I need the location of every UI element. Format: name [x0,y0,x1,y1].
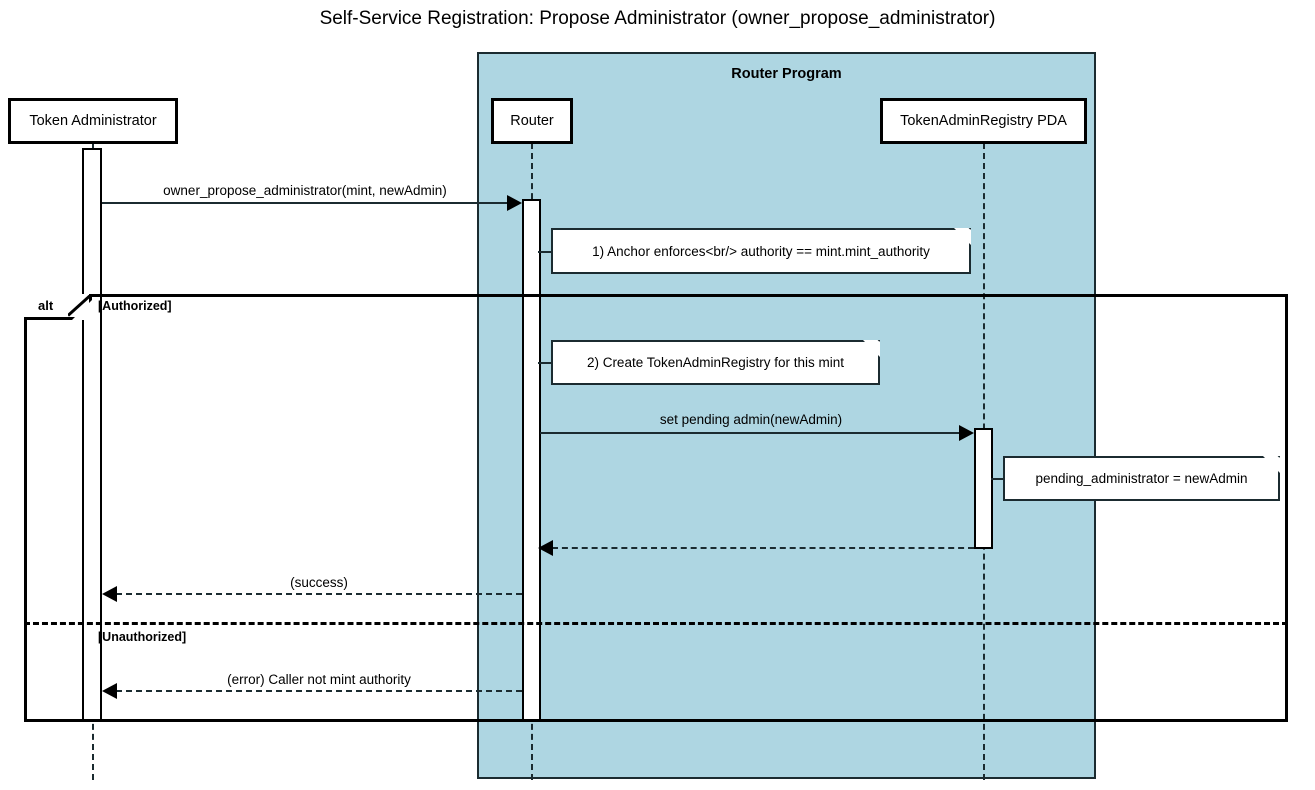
fragment-alt [24,294,1288,722]
participant-token-admin-registry-pda[interactable]: TokenAdminRegistry PDA [880,98,1087,144]
message-label-set-pending-admin: set pending admin(newAdmin) [659,412,843,427]
message-line-set-pending-admin [540,432,962,434]
note-fold-edge-2 [856,340,880,364]
fragment-alt-tab: alt [24,294,92,320]
note-connector-3 [991,478,1005,480]
message-label-owner-propose-administrator: owner_propose_administrator(mint, newAdm… [163,183,447,198]
participant-label-token-administrator: Token Administrator [29,113,157,129]
message-arrowhead-error [102,683,117,699]
message-line-pda-return [552,547,974,549]
note-create-token-admin-registry: 2) Create TokenAdminRegistry for this mi… [551,340,880,385]
fragment-condition-unauthorized: [Unauthorized] [98,630,187,644]
note-connector-2 [538,362,554,364]
note-anchor-enforces: 1) Anchor enforces<br/> authority == min… [551,228,971,274]
message-arrowhead-owner-propose-administrator [507,195,522,211]
participant-token-administrator[interactable]: Token Administrator [8,98,178,144]
note-text-1: 1) Anchor enforces<br/> authority == min… [592,243,930,259]
message-label-success: (success) [290,575,348,590]
message-arrowhead-pda-return [538,540,553,556]
note-connector-1 [538,251,554,253]
activation-token-admin-registry-pda [974,428,993,549]
group-label-router-program: Router Program [731,66,842,82]
note-fold-edge-3 [1256,456,1280,480]
participant-label-router: Router [510,113,554,129]
fragment-condition-authorized: [Authorized] [98,299,172,313]
message-label-error: (error) Caller not mint authority [227,672,411,687]
participant-label-token-admin-registry-pda: TokenAdminRegistry PDA [900,113,1067,129]
page-title: Self-Service Registration: Propose Admin… [319,8,996,29]
participant-router[interactable]: Router [491,98,573,144]
fragment-alt-divider [24,622,1288,625]
note-text-2: 2) Create TokenAdminRegistry for this mi… [586,355,845,370]
message-line-owner-propose-administrator [102,202,509,204]
group-router-program: Router Program [477,52,1096,779]
message-line-error [116,690,522,692]
message-arrowhead-success [102,586,117,602]
note-text-3: pending_administrator = newAdmin [1035,471,1248,486]
note-fold-edge-1 [947,228,971,252]
note-pending-administrator: pending_administrator = newAdmin [1003,456,1280,501]
message-arrowhead-set-pending-admin [959,425,974,441]
fragment-alt-tab-cut-edge [68,295,94,321]
message-line-success [116,593,522,595]
fragment-alt-tab-label: alt [38,298,54,313]
